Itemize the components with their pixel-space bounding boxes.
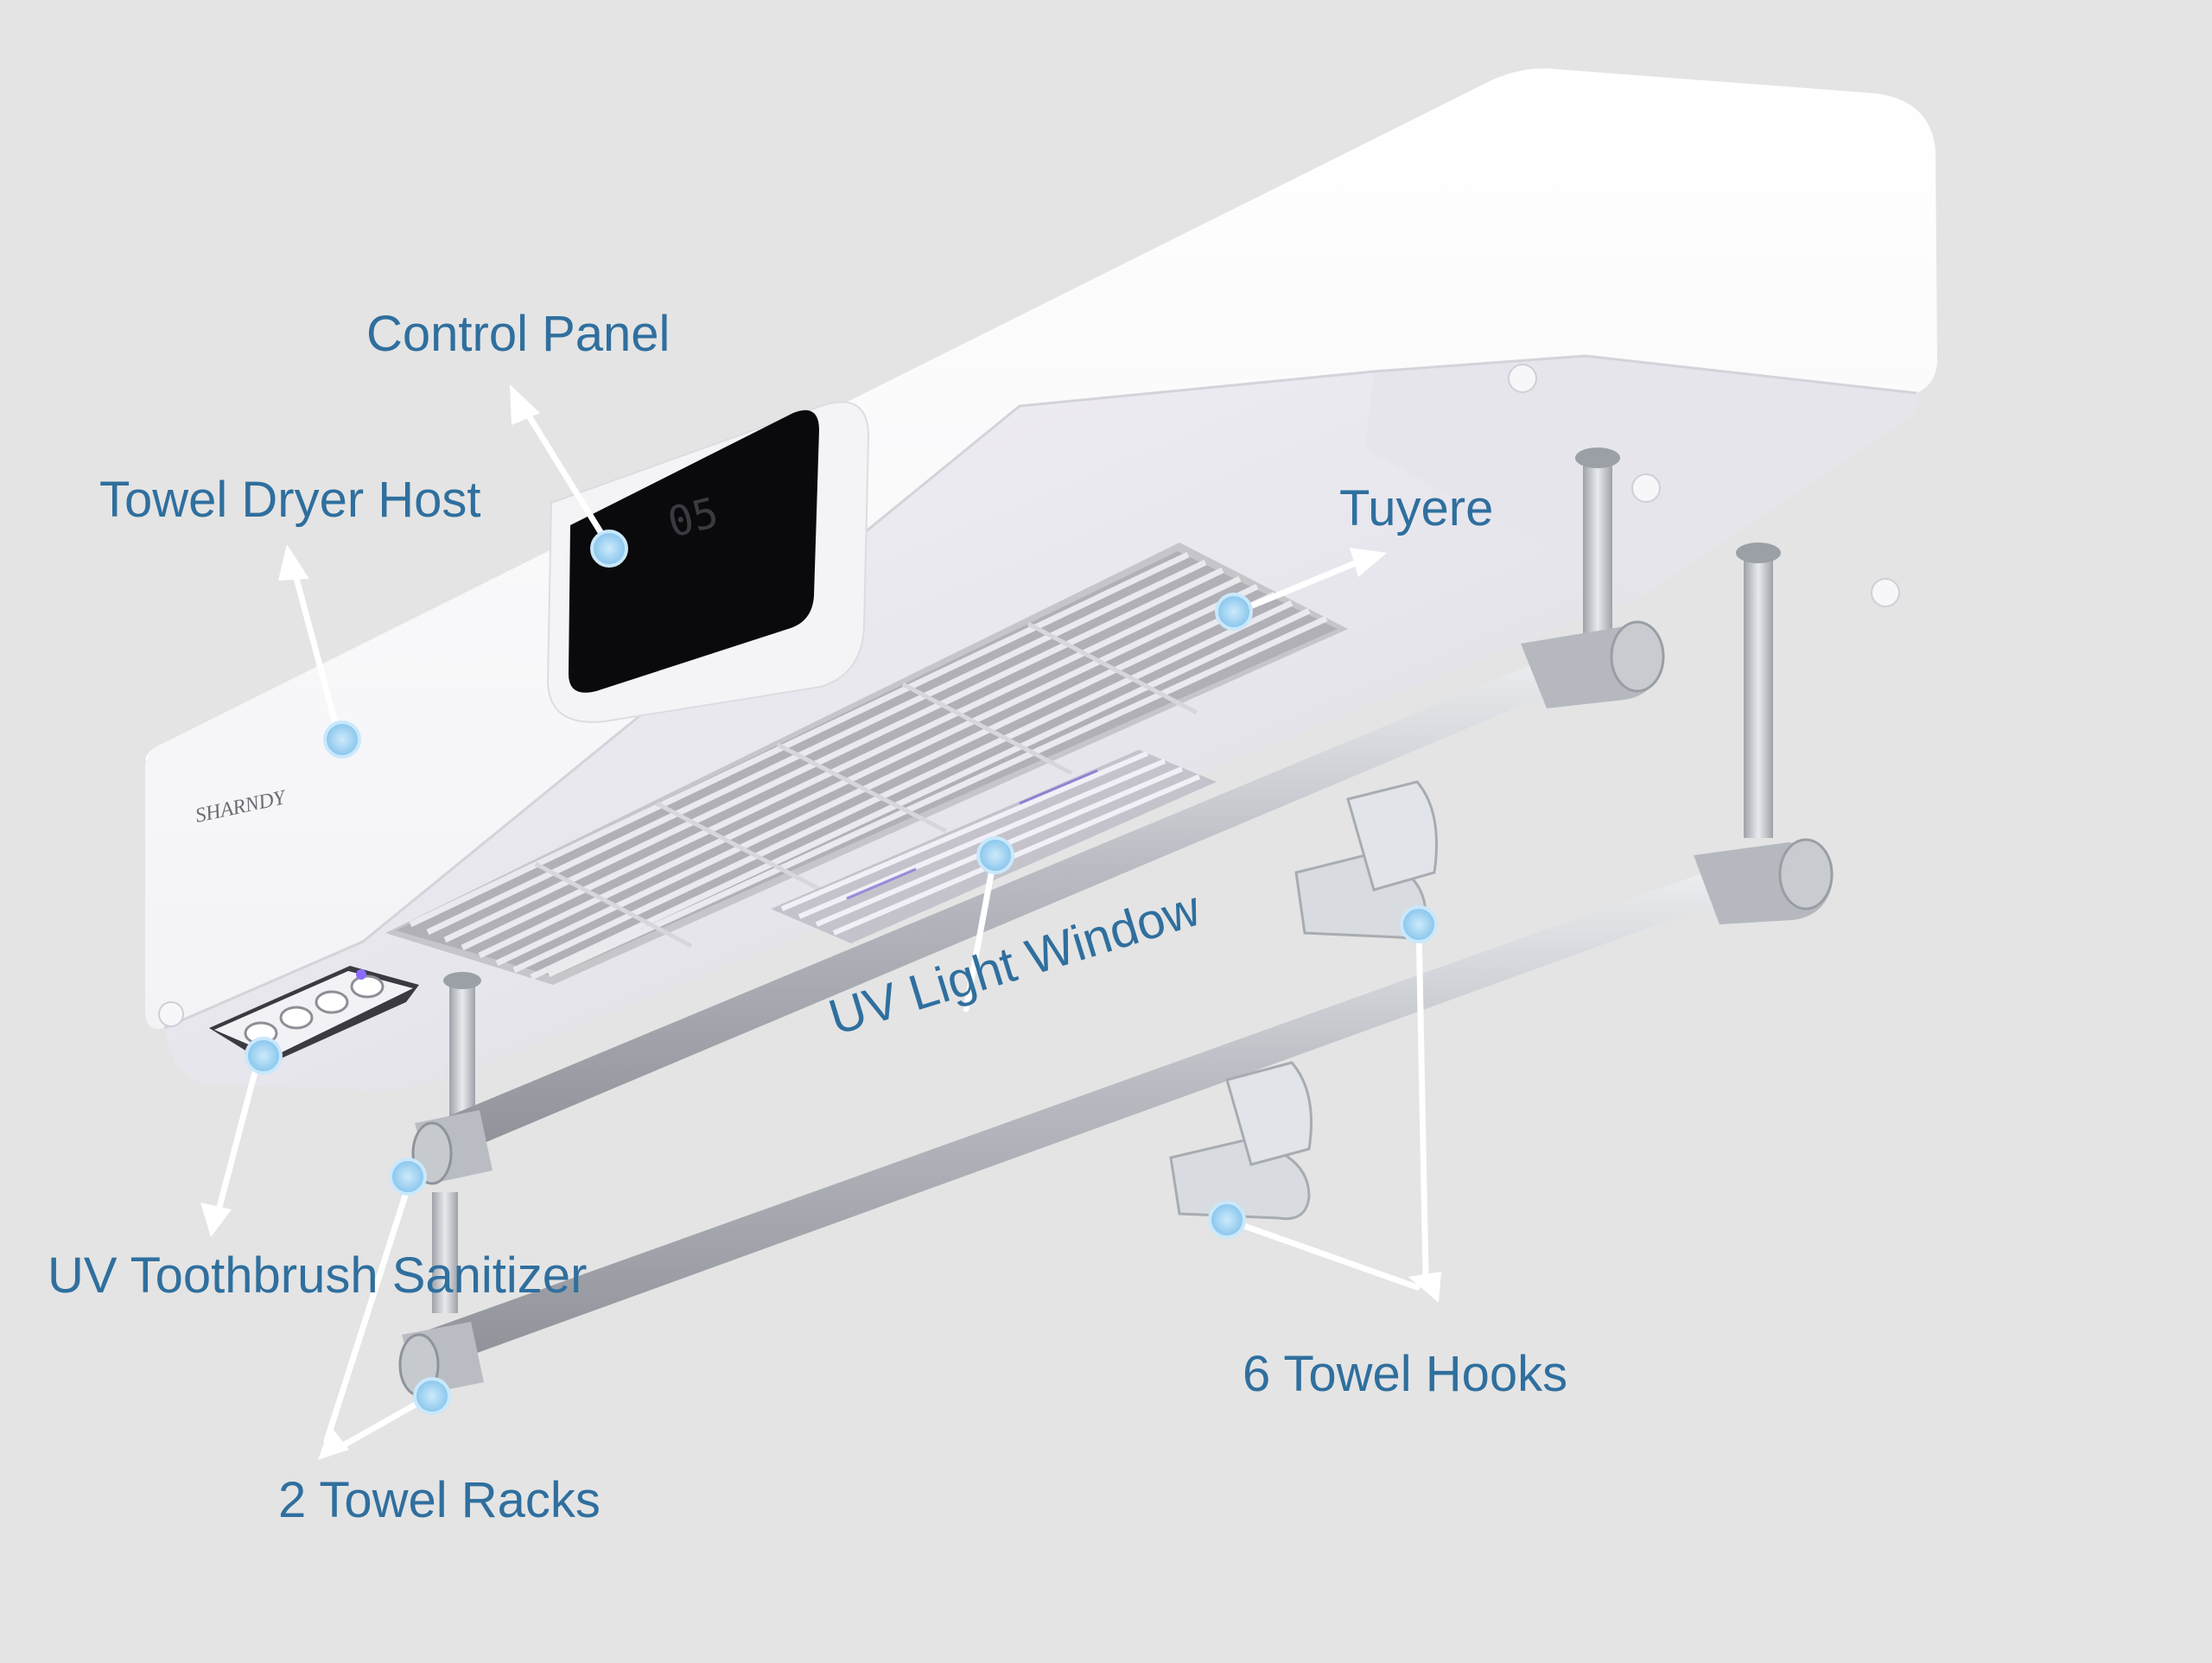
tuyere-label: Tuyere	[1339, 480, 1494, 536]
tuyere-dot	[1215, 593, 1253, 631]
towel-dryer-host-arrow	[278, 544, 342, 739]
control-panel-screen	[569, 409, 819, 693]
towel-rack-upper-dot	[389, 1158, 427, 1196]
towel-hooks	[1169, 780, 1438, 1221]
uv-toothbrush-sanitizer-arrow	[200, 1052, 263, 1237]
towel-hook-upper-dot	[1400, 905, 1438, 943]
uv-light-window-arrow	[963, 847, 999, 1012]
towel-dryer-host-dot	[323, 720, 361, 759]
towel-racks-label: 2 Towel Racks	[278, 1472, 601, 1528]
tuyere-arrow	[1234, 548, 1387, 615]
towel-dryer-host-label: Towel Dryer Host	[99, 472, 481, 528]
control-panel: 05	[546, 401, 870, 723]
display-readout: 05	[663, 488, 723, 547]
uv-light-window-dot	[976, 836, 1014, 874]
uv-toothbrush-sanitizer-dot	[245, 1037, 283, 1075]
tuyere-grille	[385, 543, 1348, 985]
towel-racks-arrows	[318, 1176, 435, 1460]
towel-rack-lower	[398, 838, 1834, 1397]
control-panel-dot	[590, 530, 628, 568]
towel-rack-lower-dot	[413, 1377, 451, 1415]
towel-hook-lower-dot	[1208, 1201, 1246, 1239]
uv-toothbrush-sanitizer-label: UV Toothbrush Sanitizer	[48, 1247, 588, 1304]
towel-hooks-label: 6 Towel Hooks	[1243, 1346, 1568, 1402]
towel-rack-upper	[411, 620, 1665, 1185]
control-panel-arrow	[510, 384, 613, 549]
control-panel-label: Control Panel	[366, 306, 671, 362]
towel-hooks-arrows	[1224, 921, 1441, 1303]
